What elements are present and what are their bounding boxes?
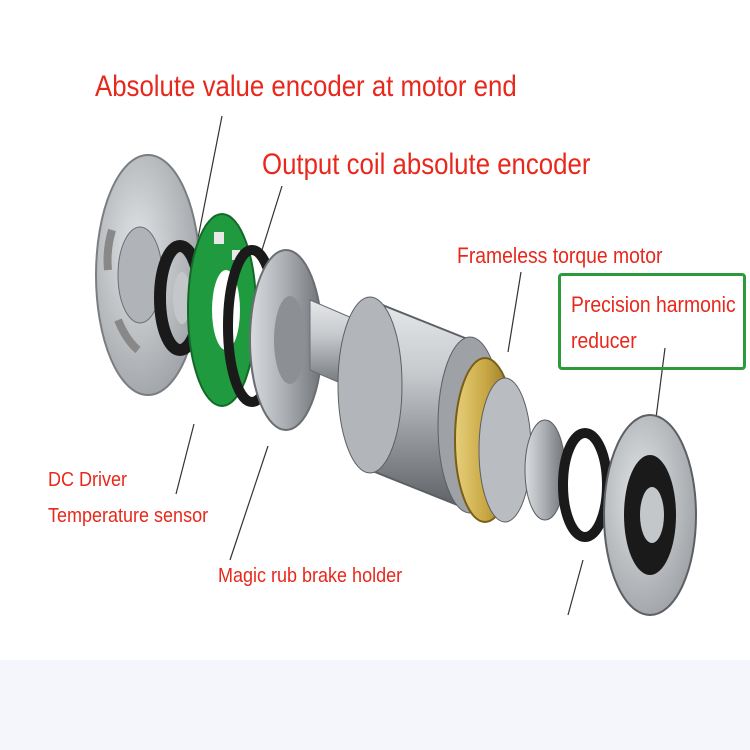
label-dc-driver: DC Driver <box>48 469 128 491</box>
reducer-highlight-box <box>558 273 746 370</box>
label-harmonic-reducer-line1: Precision harmonic <box>571 292 736 317</box>
brake-holder-disc <box>249 249 323 431</box>
leader-output-coil-encoder <box>261 185 283 251</box>
label-motor-end-encoder: Absolute value encoder at motor end <box>95 70 517 103</box>
leader-harmonic-reducer <box>655 347 666 419</box>
leader-motor-end-encoder <box>197 115 223 239</box>
leader-brake-holder <box>229 445 269 561</box>
label-output-coil-encoder: Output coil absolute encoder <box>262 148 591 181</box>
leader-bottom <box>567 559 584 616</box>
bearing-rings <box>524 419 612 542</box>
leader-frameless-motor <box>507 271 522 353</box>
footer-band <box>0 660 750 750</box>
encoder-pcb <box>187 213 257 407</box>
brass-stator-ring <box>454 357 532 523</box>
leader-temperature-sensor <box>175 423 195 495</box>
label-temperature-sensor: Temperature sensor <box>48 505 209 527</box>
label-harmonic-reducer-line2: reducer <box>571 328 637 353</box>
harmonic-reducer <box>603 414 697 616</box>
leader-lines <box>175 115 666 616</box>
label-brake-holder: Magic rub brake holder <box>218 565 403 587</box>
end-cover-disc <box>95 154 201 396</box>
label-frameless-motor: Frameless torque motor <box>457 243 663 268</box>
